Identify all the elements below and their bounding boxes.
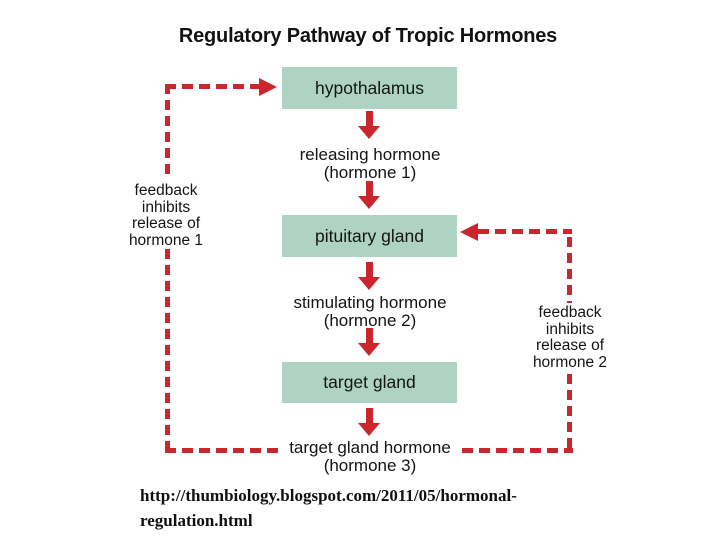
feedback-left-annotation: feedback inhibits release of hormone 1 [101,182,231,249]
down-arrow-target-to-hormone3 [358,408,380,436]
feedback-right-line4: hormone 2 [532,353,608,371]
down-arrow-stimulating-to-target [358,328,380,356]
arrow-head-icon [358,277,380,290]
node-hypothalamus: hypothalamus [282,67,457,109]
arrow-head-icon [358,343,380,356]
source-url: http://thumbiology.blogspot.com/2011/05/… [140,483,517,533]
feedback-left-dash-top [165,84,260,89]
dashed-arrowhead-into-hypothalamus-icon [259,78,277,96]
feedback-right-line2: inhibits [545,320,595,338]
page-title: Regulatory Pathway of Tropic Hormones [178,25,558,47]
down-arrow-pituitary-to-stimulating [358,262,380,290]
feedback-right-line3: release of [535,337,605,354]
feedback-right-dash-vertical-upper [567,237,572,303]
feedback-left-line3: release of [131,215,201,232]
feedback-right-dash-top [478,229,572,234]
arrow-head-icon [358,126,380,139]
feedback-left-dash-bottom [165,448,282,453]
node-pituitary-label: pituitary gland [315,225,424,246]
source-url-line2: regulation.html [140,511,253,530]
feedback-right-dash-vertical-lower [567,374,572,450]
label-stimulating-line1: stimulating hormone [293,293,447,312]
arrow-shaft [365,328,373,343]
source-url-line1: http://thumbiology.blogspot.com/2011/05/… [140,486,517,505]
label-stimulating-hormone: stimulating hormone (hormone 2) [250,294,490,330]
node-target-label: target gland [323,372,416,392]
feedback-left-dash-vertical-upper [165,84,170,179]
label-target-hormone-line2: (hormone 3) [323,456,417,475]
node-pituitary-gland: pituitary gland [282,215,457,257]
label-target-hormone-line1: target gland hormone [289,438,451,457]
label-releasing-line1: releasing hormone [299,145,441,164]
feedback-right-annotation: feedback inhibits release of hormone 2 [505,304,635,371]
feedback-left-line2: inhibits [141,198,191,216]
feedback-left-dash-vertical-lower [165,249,170,449]
feedback-left-line4: hormone 1 [128,231,204,249]
node-target-gland: target gland [282,362,457,403]
label-stimulating-line2: (hormone 2) [323,311,417,330]
arrow-head-icon [358,423,380,436]
label-releasing-hormone: releasing hormone (hormone 1) [250,146,490,182]
arrow-shaft [365,262,373,277]
label-target-gland-hormone: target gland hormone (hormone 3) [250,439,490,475]
label-releasing-line2: (hormone 1) [323,163,417,182]
feedback-right-line1: feedback [538,304,602,321]
arrow-shaft [365,408,373,423]
feedback-left-line1: feedback [134,182,198,199]
dashed-arrowhead-into-pituitary-icon [460,223,478,241]
down-arrow-releasing-to-pituitary [358,181,380,209]
down-arrow-hypothalamus-to-releasing [358,111,380,139]
feedback-right-dash-bottom [462,448,573,453]
arrow-shaft [365,181,373,196]
arrow-head-icon [358,196,380,209]
arrow-shaft [365,111,373,126]
node-hypothalamus-label: hypothalamus [315,77,424,98]
